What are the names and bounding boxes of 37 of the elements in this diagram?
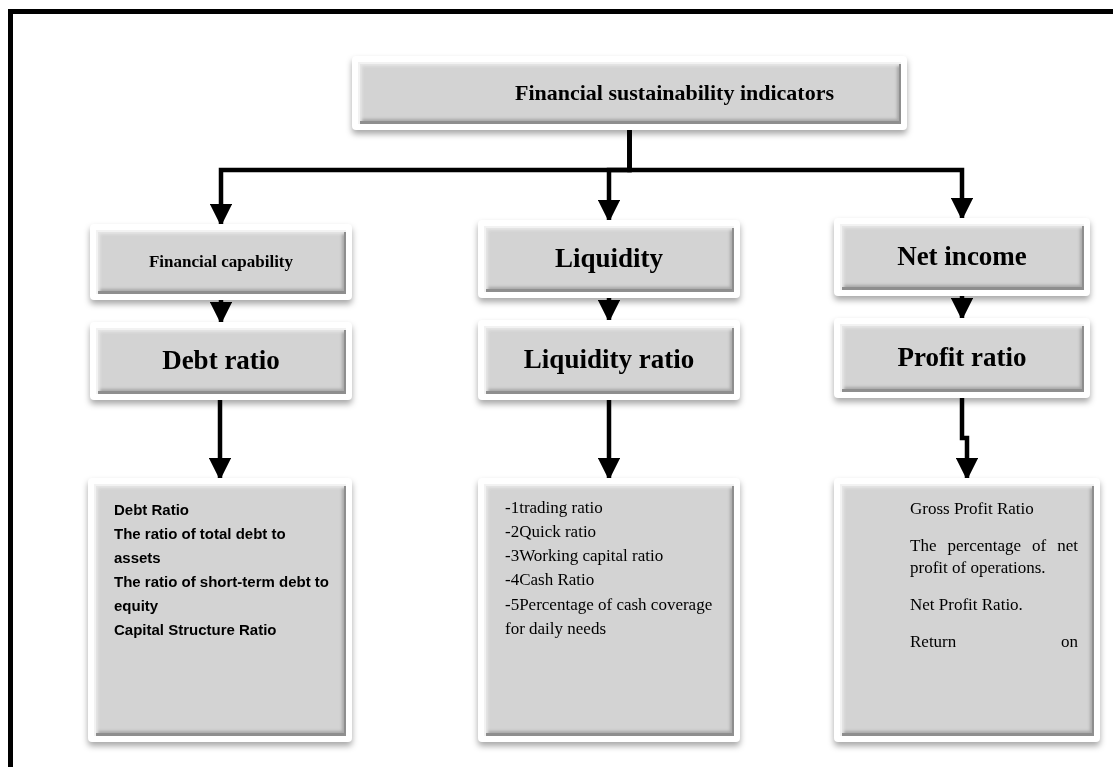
heading-box (90, 322, 352, 400)
list-item: Return on (910, 631, 1078, 653)
heading-text: Liquidity (554, 243, 664, 275)
heading-text: Net income (897, 241, 1027, 273)
heading-text: Financial sustainability indicators (513, 80, 835, 106)
heading-box (90, 224, 352, 300)
list-item: -3Working capital ratio (504, 545, 665, 568)
list-item: -4Cash Ratio (504, 569, 596, 592)
arrow (627, 130, 974, 221)
heading-box (478, 220, 740, 298)
arrow (955, 398, 979, 481)
arrow (950, 296, 974, 321)
heading-text: Financial capability (148, 252, 293, 272)
heading-box (834, 218, 1090, 296)
arrow (597, 400, 621, 481)
heading-box (834, 318, 1090, 398)
list-box (834, 478, 1100, 742)
arrow (209, 300, 233, 325)
arrow (208, 400, 232, 481)
heading-box (478, 320, 740, 400)
list-box (478, 478, 740, 742)
heading-text: Debt ratio (162, 345, 280, 377)
list-item: -2Quick ratio (504, 521, 598, 544)
heading-text: Liquidity ratio (523, 344, 695, 376)
list-item: The ratio of total debt to assets (114, 524, 287, 568)
heading-text: Profit ratio (897, 342, 1027, 374)
list-item: -1trading ratio (504, 497, 604, 519)
list-item: Debt Ratio (114, 500, 190, 520)
list-box (88, 478, 352, 742)
list-item: Net Profit Ratio. (910, 593, 1024, 615)
list-item: The percentage of net profit of operations. (910, 535, 1078, 578)
arrow (597, 298, 621, 323)
list-item: Capital Structure Ratio (114, 620, 278, 640)
heading-box (352, 56, 907, 130)
list-item: The ratio of short-term debt to equity (114, 572, 330, 616)
list-item: -5Percentage of cash coverage for daily needs (504, 593, 714, 640)
list-item: Gross Profit Ratio (910, 498, 1035, 520)
